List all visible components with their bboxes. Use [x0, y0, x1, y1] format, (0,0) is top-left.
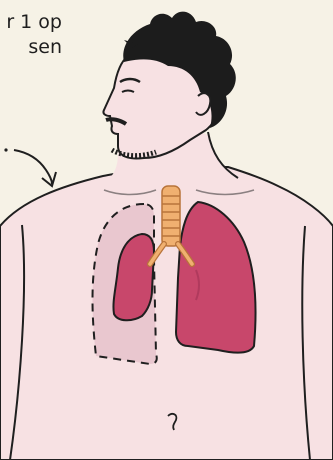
pointer-arrow-icon	[4, 148, 56, 186]
